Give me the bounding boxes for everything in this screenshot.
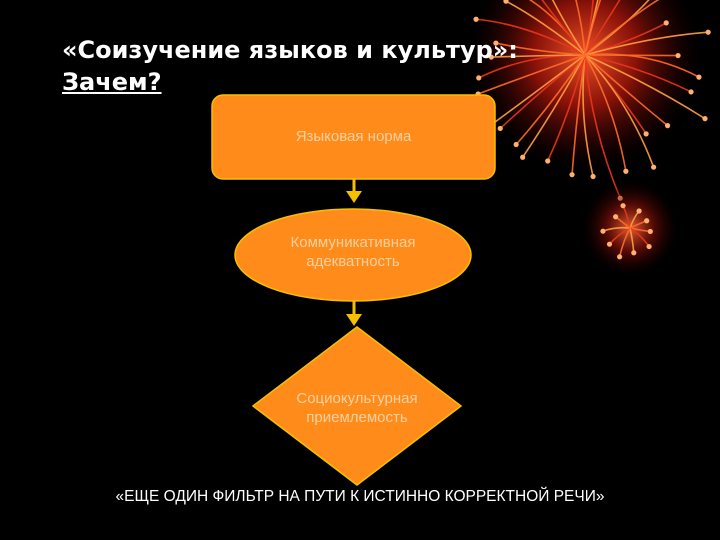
label-language-norm: Языковая норма bbox=[295, 128, 412, 145]
firework-ray bbox=[584, 54, 679, 57]
firework-spark bbox=[702, 116, 708, 122]
firework-ray bbox=[584, 54, 655, 168]
firework-ray bbox=[546, 54, 586, 162]
firework-spark bbox=[696, 74, 702, 80]
label-communicative-line-2: адекватность bbox=[306, 253, 400, 270]
firework-spark bbox=[688, 89, 694, 95]
firework-ray bbox=[491, 54, 586, 58]
firework-ray bbox=[541, 0, 586, 56]
firework-ray bbox=[584, 0, 602, 56]
firework-spark bbox=[636, 208, 642, 214]
firework-spark bbox=[663, 20, 669, 26]
firework-spark bbox=[620, 203, 626, 209]
firework-ray bbox=[505, 0, 586, 56]
firework-spark bbox=[473, 16, 479, 22]
firework-spark bbox=[513, 141, 519, 148]
firework-spark bbox=[545, 158, 551, 164]
firework-ray bbox=[551, 0, 586, 56]
firework-spark bbox=[705, 29, 711, 35]
label-sociocultural-line-1: Социокультурная bbox=[296, 390, 418, 407]
firework-ray bbox=[475, 18, 586, 56]
node-communicative-adequacy-label: Коммуникативная адекватность bbox=[250, 233, 456, 271]
firework-ray bbox=[571, 54, 586, 175]
firework-ray bbox=[495, 42, 586, 56]
firework-spark bbox=[631, 250, 637, 256]
firework-spark bbox=[664, 123, 671, 129]
firework-spark bbox=[503, 0, 509, 4]
firework-spark bbox=[644, 218, 650, 224]
firework-ray bbox=[584, 54, 706, 120]
firework-spark bbox=[647, 228, 653, 235]
firework-spark bbox=[606, 241, 613, 247]
firework-spark bbox=[643, 131, 649, 137]
title-line-2: Зачем? bbox=[62, 68, 162, 96]
node-language-norm-label: Языковая норма bbox=[212, 127, 495, 146]
firework-ray bbox=[515, 54, 586, 146]
firework-spark bbox=[600, 228, 606, 234]
firework-ray bbox=[575, 0, 586, 56]
firework-ray bbox=[584, 54, 627, 172]
firework-small bbox=[582, 180, 678, 276]
arrow-2 bbox=[346, 301, 362, 326]
firework-spark bbox=[623, 168, 629, 174]
firework-spark bbox=[646, 243, 652, 250]
firework-ray bbox=[618, 227, 631, 257]
firework-spark bbox=[569, 172, 575, 178]
firework-ray bbox=[584, 54, 621, 199]
firework-ray bbox=[584, 0, 621, 56]
firework-spark bbox=[590, 173, 596, 180]
node-sociocultural-label: Социокультурная приемлемость bbox=[262, 389, 452, 427]
firework-ray bbox=[584, 31, 709, 56]
firework-ray bbox=[584, 54, 669, 127]
arrow-1 bbox=[346, 179, 362, 203]
firework-ray bbox=[477, 54, 586, 95]
firework-spark bbox=[675, 52, 681, 59]
slide-title: «Соизучение языков и культур»: Зачем? bbox=[62, 34, 622, 98]
firework-spark bbox=[493, 40, 499, 46]
firework-spark bbox=[613, 214, 619, 220]
label-sociocultural-line-2: приемлемость bbox=[306, 409, 408, 426]
label-communicative-line-1: Коммуникативная bbox=[290, 234, 416, 251]
footer-caption: «ЕЩЕ ОДИН ФИЛЬТР НА ПУТИ К ИСТИННО КОРРЕ… bbox=[115, 488, 605, 505]
firework-ray bbox=[584, 0, 660, 56]
firework-spark bbox=[488, 54, 494, 60]
firework-spark bbox=[651, 164, 657, 170]
firework-ray bbox=[522, 54, 586, 158]
firework-spark bbox=[520, 154, 526, 160]
firework-spark bbox=[617, 254, 623, 260]
title-line-1: «Соизучение языков и культур»: bbox=[62, 36, 518, 64]
node-sociocultural-acceptability bbox=[251, 326, 463, 486]
firework-ray bbox=[584, 54, 692, 93]
firework-spark bbox=[476, 75, 482, 81]
firework-spark bbox=[497, 125, 503, 132]
